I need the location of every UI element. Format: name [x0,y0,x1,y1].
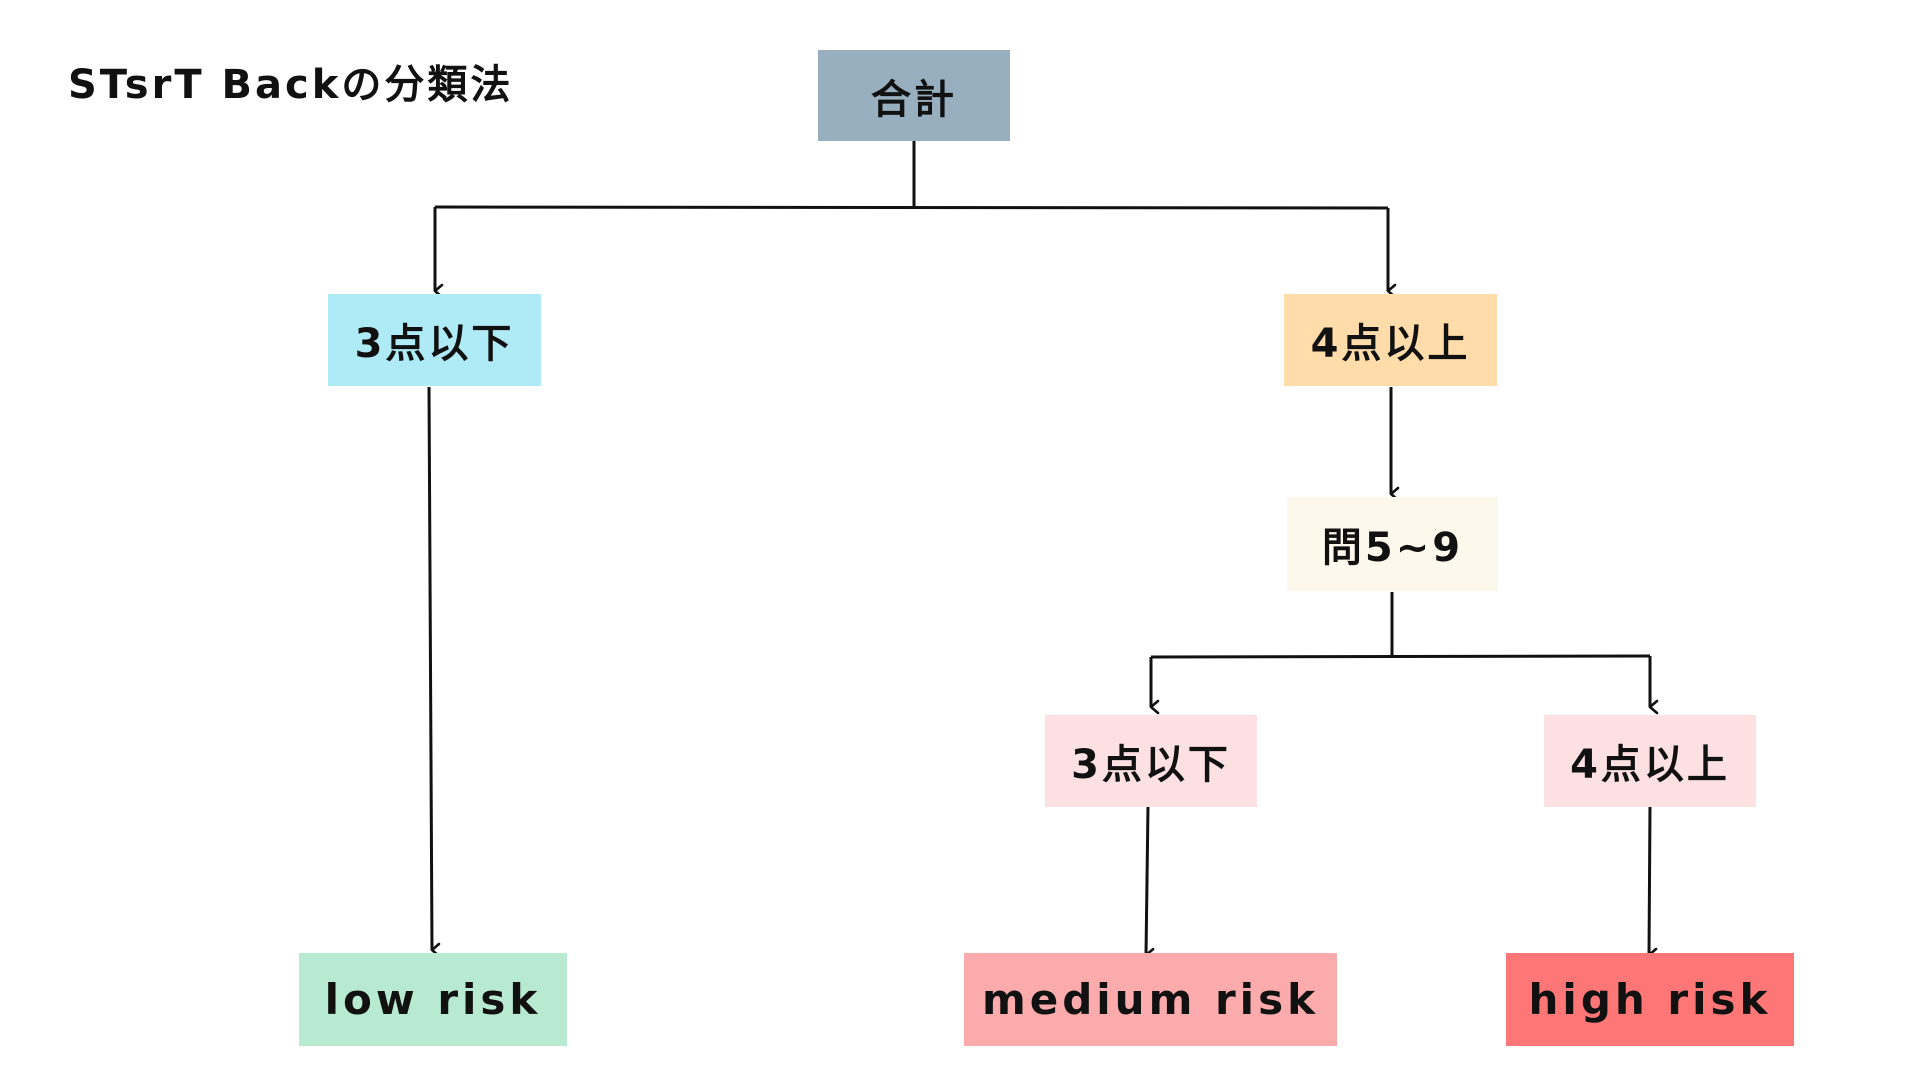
connector-to-high-risk [1647,805,1658,963]
diagram-title: STsrT Backの分類法 [68,62,514,108]
node-low-risk: low risk [299,953,567,1046]
connector-to-medium-risk [1144,805,1155,963]
connector-mid-bar [1150,654,1651,659]
connector-top-bar [434,205,1389,210]
node-left-3-or-less: 3点以下 [328,294,541,386]
node-right-4-or-more: 4点以上 [1284,294,1497,386]
node-total: 合計 [818,50,1010,141]
connector-to-low-risk [427,386,441,958]
node-high-risk: high risk [1506,953,1794,1046]
node-sub-3-or-less: 3点以下 [1045,715,1257,807]
node-medium-risk: medium risk [964,953,1337,1046]
node-sub-4-or-more: 4点以上 [1544,715,1756,807]
node-q5-9: 問5~9 [1287,497,1498,591]
